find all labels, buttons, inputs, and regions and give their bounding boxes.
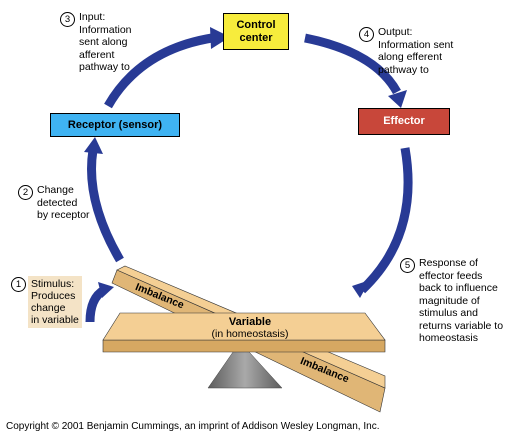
- step-4-line: Output:: [378, 26, 413, 38]
- control-center-line1: Control: [236, 18, 276, 31]
- arrowhead-output: [388, 90, 407, 108]
- arrow-response: [358, 147, 413, 294]
- step-1-line: Stimulus:: [31, 278, 75, 290]
- step-5-line: magnitude of: [419, 294, 480, 307]
- step-2-line: Change: [37, 184, 74, 196]
- step-5-line: back to influence: [419, 282, 498, 294]
- step-3-line: pathway to: [79, 61, 130, 73]
- step-3-line: Input:: [79, 11, 106, 23]
- variable-label: Variable (in homeostasis): [195, 316, 305, 340]
- fulcrum: [207, 341, 283, 389]
- step-2-line: by receptor: [37, 209, 90, 221]
- step-2-label: Change detected by receptor: [37, 184, 90, 222]
- step-5-line: returns variable to: [419, 319, 504, 332]
- step-4-line: along efferent: [378, 51, 443, 63]
- step-3-line: sent along: [79, 36, 128, 48]
- step-3-label: Input: Information sent along afferent p…: [79, 11, 132, 74]
- copyright-text: Copyright © 2001 Benjamin Cummings, an i…: [6, 421, 380, 432]
- variable-plank: [102, 312, 386, 353]
- arrow-output: [304, 33, 401, 95]
- variable-subtitle: (in homeostasis): [211, 328, 289, 340]
- arrowhead-input: [210, 27, 230, 49]
- effector-label: Effector: [383, 115, 425, 127]
- variable-title: Variable: [228, 316, 272, 328]
- step-4-line: pathway to: [378, 63, 429, 76]
- step-5-line: Response of: [419, 257, 478, 269]
- step-3-line: afferent: [79, 48, 115, 61]
- step-5-line: effector feeds: [419, 269, 483, 282]
- step-1-label: Stimulus: Produces change in variable: [28, 276, 82, 328]
- control-center-line2: center: [239, 31, 273, 44]
- arrow-detect: [87, 149, 124, 263]
- step-3-number: 3: [60, 12, 75, 27]
- step-3-line: Information: [79, 23, 132, 36]
- receptor-box: Receptor (sensor): [50, 113, 180, 137]
- step-1-number: 1: [11, 277, 26, 292]
- step-1-line: Produces: [31, 290, 76, 302]
- control-center-box: Control center: [223, 13, 289, 50]
- step-5-line: stimulus and: [419, 307, 478, 319]
- step-2-line: detected: [37, 196, 78, 209]
- step-5-line: homeostasis: [419, 332, 478, 344]
- step-4-line: Information sent: [378, 38, 454, 51]
- step-4-label: Output: Information sent along efferent …: [378, 26, 453, 76]
- arrowhead-stimulus: [98, 282, 114, 298]
- step-5-label: Response of effector feeds back to influ…: [419, 257, 503, 345]
- arrowhead-detect: [84, 137, 103, 154]
- step-4-number: 4: [359, 27, 374, 42]
- receptor-label: Receptor (sensor): [67, 118, 163, 131]
- step-1-line: change: [31, 302, 66, 314]
- arrowhead-response: [352, 280, 370, 298]
- step-2-number: 2: [18, 185, 33, 200]
- step-1-line: in variable: [31, 314, 79, 326]
- effector-box: Effector: [358, 108, 450, 135]
- step-5-number: 5: [400, 258, 415, 273]
- arrow-input: [104, 33, 213, 109]
